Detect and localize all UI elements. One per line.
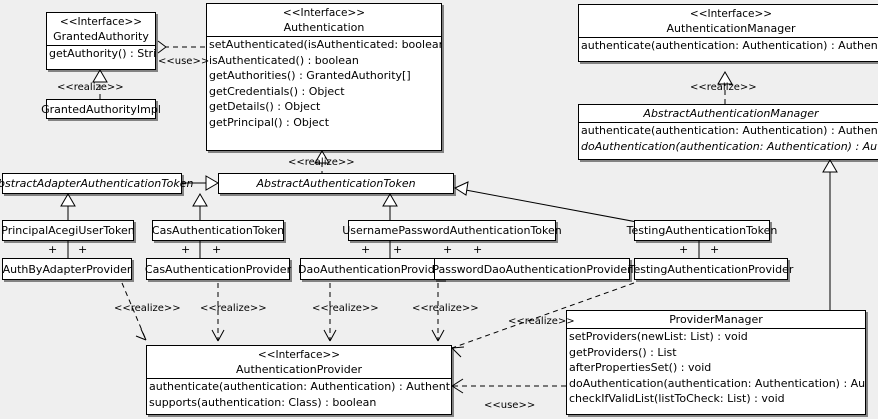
edge-label-realize-testing: <<realize>>	[508, 316, 575, 327]
edge-label-use-providermanager-provider: <<use>>	[484, 400, 536, 411]
class-name: CasAuthenticationProvider	[144, 262, 292, 276]
class-cas-authentication-token[interactable]: CasAuthenticationToken	[152, 220, 284, 241]
operation-item: authenticate(authentication: Authenticat…	[581, 39, 878, 52]
operations-compartment: authenticate(authentication: Authenticat…	[147, 379, 451, 410]
multiplicity-plus: +	[473, 243, 483, 256]
class-name: AuthByAdapterProvider	[2, 262, 132, 276]
class-provider-manager[interactable]: ProviderManager setProviders(newList: Li…	[566, 310, 866, 415]
class-header: <<Interface>> Authentication	[207, 4, 441, 36]
class-header: <<Interface>> AuthenticationProvider	[147, 346, 451, 378]
operation-item: doAuthentication(authentication: Authent…	[581, 139, 878, 153]
multiplicity-plus: +	[48, 243, 58, 256]
divider	[207, 36, 441, 37]
edge-label-realize-cas: <<realize>>	[200, 303, 267, 314]
multiplicity-plus: +	[212, 243, 222, 256]
edge-label-use-authentication-grantedauthority: <<use>>	[158, 56, 210, 67]
class-header: ProviderManager	[567, 311, 865, 328]
class-name: DaoAuthenticationProvider	[298, 262, 446, 276]
class-name: TestingAuthenticationProvider	[628, 262, 794, 276]
class-name: GrantedAuthorityImpl	[41, 102, 161, 116]
class-name: PasswordDaoAuthenticationProvider	[432, 262, 632, 276]
multiplicity-plus: +	[393, 243, 403, 256]
class-password-dao-authentication-provider[interactable]: PasswordDaoAuthenticationProvider	[432, 258, 632, 280]
operation-item: authenticate(authentication: Authenticat…	[581, 124, 878, 137]
class-name: AbstractAuthenticationManager	[643, 107, 819, 120]
edge-label-realize-dao: <<realize>>	[312, 303, 379, 314]
operations-compartment: authenticate(authentication: Authenticat…	[579, 123, 878, 154]
edge-label-realize-passworddao: <<realize>>	[412, 303, 479, 314]
multiplicity-plus: +	[361, 243, 371, 256]
operation-item: checkIfValidList(listToCheck: List) : vo…	[569, 392, 785, 405]
operations-compartment: authenticate(authentication: Authenticat…	[579, 38, 878, 54]
divider	[579, 122, 878, 123]
class-cas-authentication-provider[interactable]: CasAuthenticationProvider	[145, 258, 291, 280]
class-testing-authentication-token[interactable]: TestingAuthenticationToken	[627, 220, 777, 241]
class-dao-authentication-provider[interactable]: DaoAuthenticationProvider	[298, 258, 446, 280]
operation-item: isAuthenticated() : boolean	[209, 53, 359, 67]
class-name: Authentication	[283, 21, 365, 34]
operation-item: getAuthorities() : GrantedAuthority[]	[209, 69, 411, 82]
edge-label-realize-authbyadapter: <<realize>>	[114, 303, 181, 314]
class-name: AbstractAdapterAuthenticationToken	[0, 177, 194, 190]
operations-compartment: setProviders(newList: List) : void getPr…	[567, 329, 865, 407]
divider	[567, 328, 865, 329]
class-authentication-provider[interactable]: <<Interface>> AuthenticationProvider aut…	[146, 345, 452, 415]
class-abstract-authentication-token[interactable]: AbstractAuthenticationToken	[218, 173, 454, 194]
class-principal-acegi-user-token[interactable]: PrincipalAcegiUserToken	[1, 220, 135, 241]
operation-item: getDetails() : Object	[209, 100, 321, 113]
class-name: AuthenticationManager	[666, 22, 796, 35]
stereotype-label: <<Interface>>	[257, 349, 341, 361]
class-name: UsernamePasswordAuthenticationToken	[342, 224, 562, 237]
operation-item: afterPropertiesSet() : void	[569, 361, 712, 374]
edge-label-realize-abstract-manager: <<realize>>	[690, 82, 757, 93]
class-name: ProviderManager	[669, 313, 763, 326]
class-authentication[interactable]: <<Interface>> Authentication setAuthenti…	[206, 3, 442, 151]
class-name: AbstractAuthenticationToken	[256, 177, 416, 190]
multiplicity-plus: +	[181, 243, 191, 256]
operation-item: getCredentials() : Object	[209, 84, 345, 98]
operations-compartment: getAuthority() : String	[47, 46, 155, 62]
divider	[579, 37, 878, 38]
operation-item: doAuthentication(authentication: Authent…	[569, 376, 865, 390]
class-auth-by-adapter-provider[interactable]: AuthByAdapterProvider	[2, 258, 132, 280]
operation-item: setProviders(newList: List) : void	[569, 330, 748, 343]
edge-label-realize-grantedauthorityimpl: <<realize>>	[57, 82, 124, 93]
operation-item: getPrincipal() : Object	[209, 115, 330, 129]
divider	[47, 45, 155, 46]
stereotype-label: <<Interface>>	[689, 8, 773, 20]
class-header: AbstractAuthenticationManager	[579, 105, 878, 122]
divider	[147, 378, 451, 379]
operation-item: supports(authentication: Class) : boolea…	[149, 395, 377, 409]
stereotype-label: <<Interface>>	[59, 16, 143, 28]
class-authentication-manager[interactable]: <<Interface>> AuthenticationManager auth…	[578, 4, 878, 62]
class-testing-authentication-provider[interactable]: TestingAuthenticationProvider	[629, 258, 793, 280]
class-abstract-adapter-authentication-token[interactable]: AbstractAdapterAuthenticationToken	[0, 173, 193, 194]
class-username-password-authentication-token[interactable]: UsernamePasswordAuthenticationToken	[342, 220, 562, 241]
class-name: TestingAuthenticationToken	[626, 224, 778, 237]
operation-item: getAuthority() : String	[49, 47, 155, 60]
multiplicity-plus: +	[679, 243, 689, 256]
class-name: CasAuthenticationToken	[151, 224, 285, 237]
stereotype-label: <<Interface>>	[282, 7, 366, 19]
class-name: AuthenticationProvider	[235, 363, 363, 376]
class-header: <<Interface>> GrantedAuthority	[47, 13, 155, 45]
edge-label-realize-abstract-token-authentication: <<realize>>	[288, 157, 355, 168]
operation-item: setAuthenticated(isAuthenticated: boolea…	[209, 38, 441, 51]
class-granted-authority-impl[interactable]: GrantedAuthorityImpl	[41, 99, 161, 119]
operation-item: authenticate(authentication: Authenticat…	[149, 380, 451, 393]
class-abstract-authentication-manager[interactable]: AbstractAuthenticationManager authentica…	[578, 104, 878, 160]
multiplicity-plus: +	[78, 243, 88, 256]
operations-compartment: setAuthenticated(isAuthenticated: boolea…	[207, 37, 441, 130]
class-name: GrantedAuthority	[53, 30, 149, 43]
operation-item: getProviders() : List	[569, 345, 677, 359]
class-header: <<Interface>> AuthenticationManager	[579, 5, 878, 37]
multiplicity-plus: +	[443, 243, 453, 256]
class-granted-authority[interactable]: <<Interface>> GrantedAuthority getAuthor…	[46, 12, 156, 70]
multiplicity-plus: +	[710, 243, 720, 256]
class-name: PrincipalAcegiUserToken	[1, 224, 135, 237]
